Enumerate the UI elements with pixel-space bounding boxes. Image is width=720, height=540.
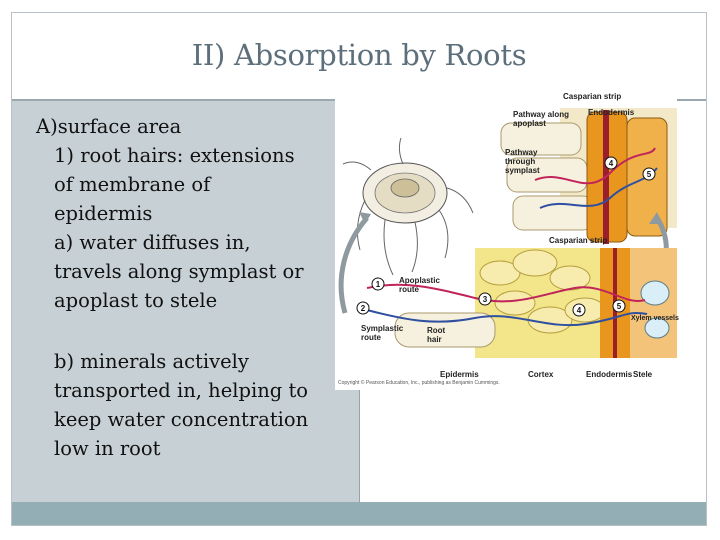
- marker-1: 1: [376, 280, 381, 289]
- label-casparian-strip-mid: Casparian strip: [549, 236, 608, 245]
- label-endodermis-top: Endodermis: [588, 108, 635, 117]
- marker-5: 5: [617, 302, 622, 311]
- marker-3: 3: [483, 295, 488, 304]
- footer-bar: [12, 502, 706, 525]
- bullet-root-hairs-cont-2: epidermis: [54, 202, 153, 225]
- bullet-surface-area: A)surface area: [36, 115, 182, 138]
- label-endodermis-bottom: Endodermis: [586, 370, 633, 379]
- marker-4: 4: [577, 306, 582, 315]
- bullet-root-hairs-cont-1: of membrane of: [54, 173, 211, 196]
- label-pathway-apoplast: Pathway along apoplast: [513, 110, 570, 128]
- bullet-spacer: [36, 315, 336, 347]
- label-cortex: Cortex: [528, 370, 554, 379]
- bullet-minerals-cont-1: transported in, helping to: [54, 379, 309, 402]
- body-text: A)surface area 1) root hairs: extensions…: [36, 112, 336, 463]
- root-absorption-figure: 1 2 3 4 5 4 5 Casparian strip Pathway al…: [335, 88, 679, 390]
- bottom-tissue-detail: [366, 248, 677, 358]
- label-symplastic-route: Symplastic route: [361, 324, 404, 342]
- bullet-minerals-cont-2: keep water concentration: [54, 408, 309, 431]
- slide-title: II) Absorption by Roots: [191, 38, 527, 72]
- label-pathway-symplast: Pathway through symplast: [505, 148, 540, 175]
- label-xylem-vessels: Xylem vessels: [631, 315, 679, 322]
- label-apoplastic-route: Apoplastic route: [399, 276, 440, 294]
- marker-5-top: 5: [647, 170, 652, 179]
- bullet-water-diffuses-cont-2: apoplast to stele: [54, 289, 218, 312]
- content-panel: [12, 101, 359, 502]
- figure-copyright: Copyright © Pearson Education, Inc., pub…: [338, 380, 500, 386]
- label-casparian-strip-top: Casparian strip: [563, 92, 622, 101]
- bullet-minerals: b) minerals actively: [54, 350, 249, 373]
- marker-4-top: 4: [609, 159, 614, 168]
- bullet-water-diffuses: a) water diffuses in,: [54, 231, 251, 254]
- bullet-root-hairs: 1) root hairs: extensions: [54, 144, 295, 167]
- label-epidermis: Epidermis: [440, 370, 479, 379]
- bullet-minerals-cont-3: low in root: [54, 437, 161, 460]
- root-cross-section-drawing: [342, 137, 474, 276]
- root-diagram-illustration: 1 2 3 4 5 4 5: [338, 108, 677, 358]
- bullet-water-diffuses-cont-1: travels along symplast or: [54, 260, 304, 283]
- label-root-hair: Root hair: [427, 326, 446, 344]
- label-stele: Stele: [633, 370, 653, 379]
- marker-2: 2: [361, 304, 366, 313]
